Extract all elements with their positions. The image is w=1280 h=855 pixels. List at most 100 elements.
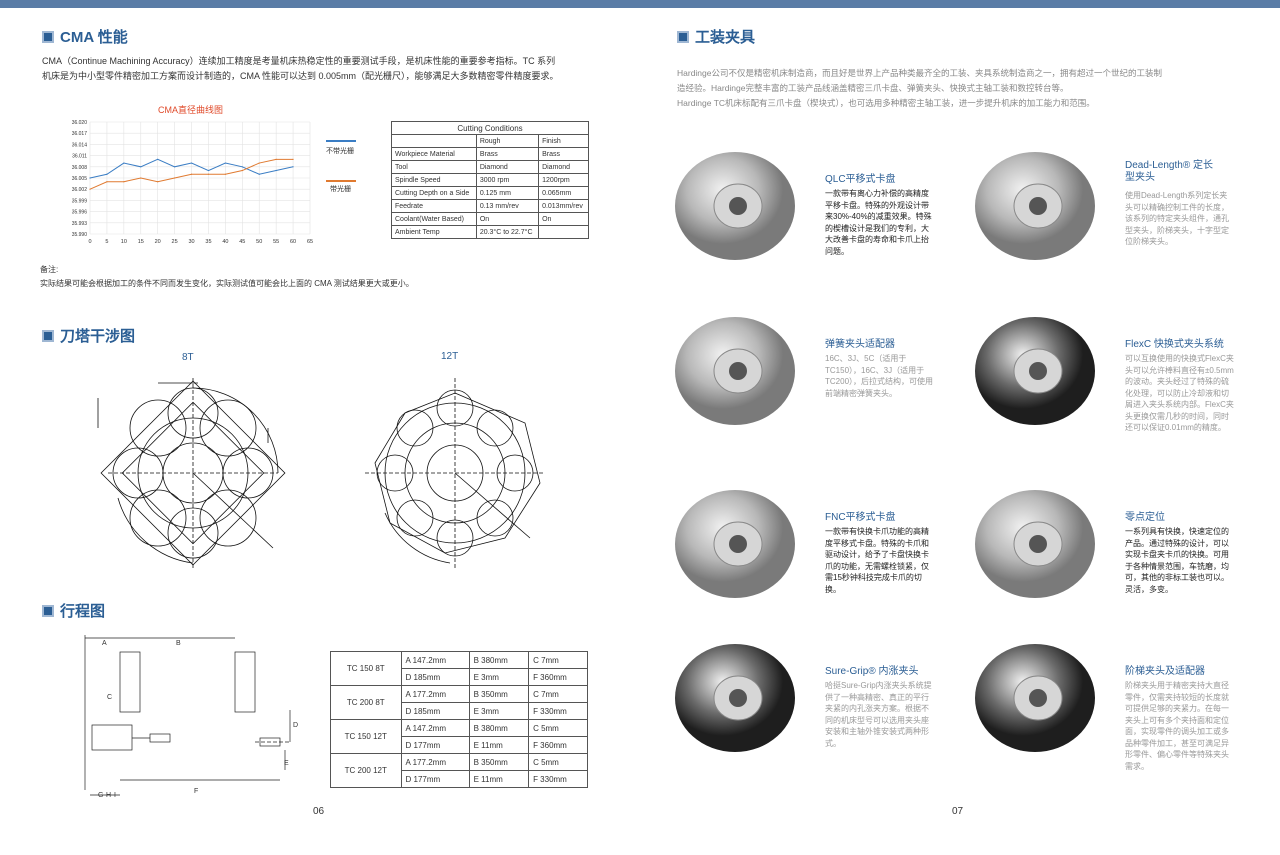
y-tick-label: 36.008 (72, 165, 88, 171)
stroke-cell: B 350mm (468, 685, 530, 703)
table-cell: 3000 rpm (475, 173, 540, 187)
stroke-cell: C 5mm (528, 753, 588, 771)
data-point (106, 173, 108, 175)
data-point (241, 166, 243, 168)
product-title: 弹簧夹头适配器 (825, 339, 895, 350)
data-point (174, 177, 176, 179)
table-cell: Coolant(Water Based) (391, 212, 477, 226)
turret-8t-label: 8T (182, 352, 194, 363)
y-tick-label: 36.011 (72, 154, 87, 160)
table-cell: 0.013mm/rev (538, 199, 589, 213)
stroke-label-a: A (102, 640, 107, 647)
intro-line-1: Hardinge公司不仅是精密机床制造商，而且好是世界上产品种类最齐全的工装、夹… (677, 68, 1162, 78)
table-cell: Diamond (538, 160, 589, 174)
y-tick-label: 35.993 (72, 221, 88, 227)
product-description: 一款带有离心力补偿的高精度平移卡盘。特殊的外观设计带来30%-40%的减重效果。… (825, 189, 932, 256)
product-description: 一系列具有快换，快速定位的产品。通过特殊的设计，可以实现卡盘夹卡爪的快换。可用于… (1125, 527, 1229, 594)
y-tick-label: 36.005 (72, 176, 88, 182)
stroke-label-i: I (114, 792, 116, 799)
product-description: 使用Dead-Length系列定长夹头可以精确控制工件的长度，该系列的特定夹头组… (1125, 191, 1229, 246)
stroke-cell: D 185mm (400, 668, 470, 686)
x-tick-label: 5 (105, 239, 108, 245)
table-cell: Tool (391, 160, 477, 174)
fixtures-intro: Hardinge公司不仅是精密机床制造商，而且好是世界上产品种类最齐全的工装、夹… (677, 66, 1257, 111)
stroke-label-f: F (194, 788, 199, 795)
table-cell: On (538, 212, 589, 226)
right-page: 工装夹具 Hardinge公司不仅是精密机床制造商，而且好是世界上产品种类最齐全… (640, 8, 1280, 855)
product-title: FNC平移式卡盘 (825, 512, 896, 523)
stroke-cell: D 185mm (400, 702, 470, 720)
x-tick-label: 40 (222, 239, 228, 245)
y-tick-label: 36.017 (72, 131, 88, 137)
table-header: Finish (538, 134, 589, 148)
turret-12t-drawing (365, 378, 545, 568)
data-point (292, 166, 294, 168)
table-cell: Feedrate (391, 199, 477, 213)
product-image (970, 148, 1100, 263)
stroke-cell: C 7mm (528, 685, 588, 703)
data-point (89, 177, 91, 179)
product-title: Sure-Grip® 内涨夹头 (825, 666, 919, 677)
stroke-cell: E 3mm (468, 702, 530, 720)
x-tick-label: 30 (188, 239, 194, 245)
data-point (174, 166, 176, 168)
fixtures-title-text: 工装夹具 (695, 29, 756, 46)
product-title: Dead-Length® 定长型夹头 (1125, 160, 1213, 183)
product-title: 阶梯夹头及适配器 (1125, 666, 1205, 677)
stroke-label-e: E (284, 760, 289, 767)
section-square-icon (677, 30, 689, 43)
data-point (258, 173, 260, 175)
table-cell: Workpiece Material (391, 147, 477, 161)
x-tick-label: 45 (239, 239, 245, 245)
stroke-cell: D 177mm (400, 770, 470, 788)
product-image (670, 148, 800, 263)
stroke-model: TC 200 8T (330, 685, 402, 720)
table-cell: Spindle Speed (391, 173, 477, 187)
cma-line-chart: 36.02036.01736.01436.01136.00836.00536.0… (72, 120, 313, 245)
stroke-cell: A 147.2mm (400, 651, 470, 669)
product-description: 阶梯夹头用于精密夹持大直径零件，仅需夹持较短的长度就可提供足够的夹紧力。在每一夹… (1125, 681, 1229, 771)
data-point (140, 177, 142, 179)
cma-section-title: CMA 性能 (42, 26, 128, 47)
stroke-cell: C 5mm (528, 719, 588, 737)
product-image (670, 640, 800, 755)
y-tick-label: 36.020 (72, 120, 88, 126)
stroke-cell: E 3mm (468, 668, 530, 686)
intro-line-2: 造经验。Hardinge完整丰富的工装产品线涵盖精密三爪卡盘、弹簧夹头、快换式主… (677, 83, 1069, 93)
x-tick-label: 20 (155, 239, 161, 245)
y-tick-label: 36.014 (72, 142, 88, 148)
legend-swatch-grating (326, 180, 356, 182)
y-tick-label: 35.996 (72, 210, 88, 216)
data-point (89, 188, 91, 190)
top-accent-bar (0, 0, 1280, 8)
stroke-cell: F 360mm (528, 668, 588, 686)
stroke-cell: A 177.2mm (400, 753, 470, 771)
x-tick-label: 15 (138, 239, 144, 245)
turret-8t-drawing (97, 378, 286, 568)
data-point (123, 181, 125, 183)
table-title: Cutting Conditions (391, 121, 589, 135)
stroke-cell: D 177mm (400, 736, 470, 754)
fixtures-section-title: 工装夹具 (677, 26, 755, 47)
page-number-left: 06 (313, 806, 325, 817)
section-square-icon (42, 604, 54, 617)
x-tick-label: 25 (172, 239, 178, 245)
stroke-cell: A 147.2mm (400, 719, 470, 737)
table-cell: Brass (538, 147, 589, 161)
data-point (157, 158, 159, 160)
product-image (670, 486, 800, 601)
cma-title-text: CMA 性能 (60, 29, 128, 46)
stroke-cell: C 7mm (528, 651, 588, 669)
data-point (224, 162, 226, 164)
stroke-cell: F 330mm (528, 770, 588, 788)
